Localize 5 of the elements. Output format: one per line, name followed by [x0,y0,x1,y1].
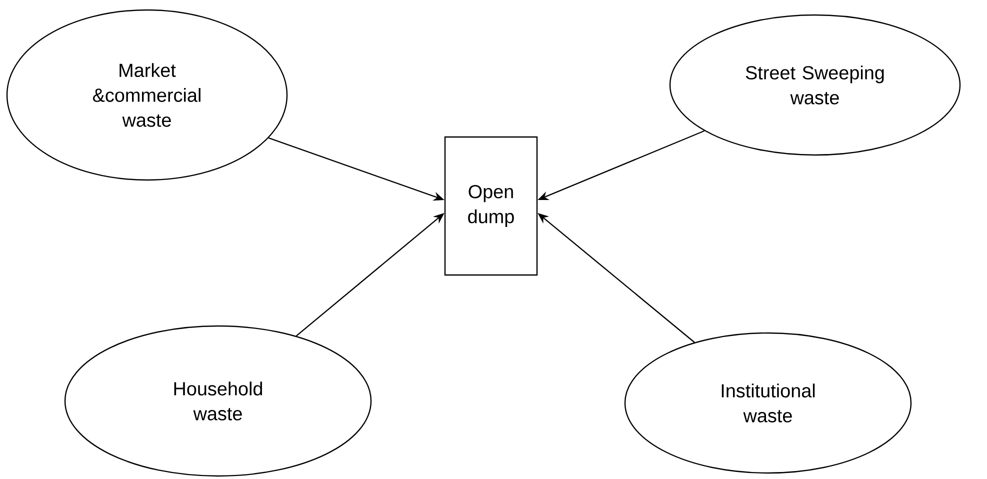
ellipse-node: Street Sweeping waste [669,14,961,156]
ellipse-node: Market &commercial waste [6,9,288,181]
process-box: Open dump [444,136,538,276]
ellipse-node: Institutional waste [624,332,912,474]
ellipse-node: Household waste [64,325,372,477]
